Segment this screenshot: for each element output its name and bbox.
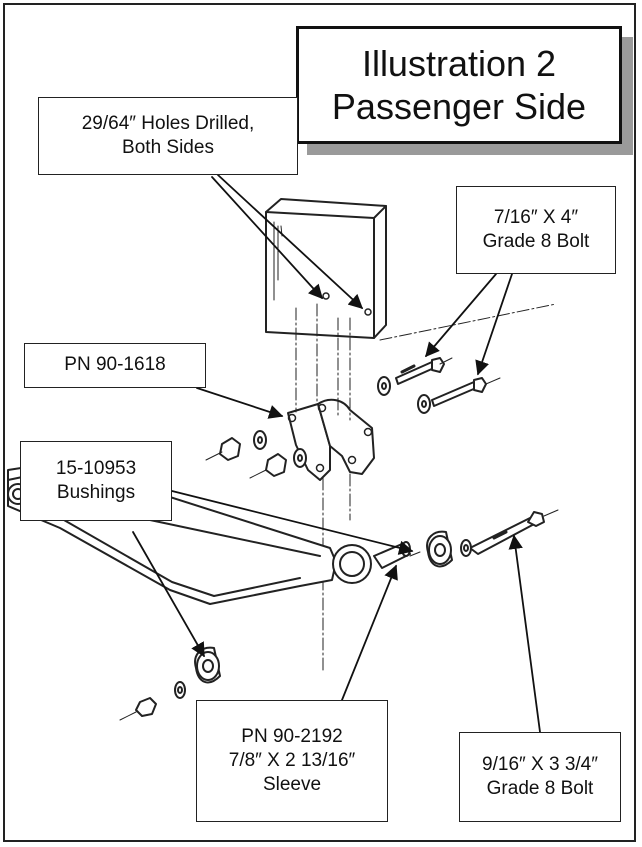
callout-bushings: 15-10953 Bushings	[20, 441, 172, 521]
illustration-title: Illustration 2 Passenger Side	[296, 26, 622, 144]
callout-sleeve-line-1: PN 90-2192	[241, 725, 343, 747]
bracket	[287, 398, 375, 481]
washer	[253, 376, 431, 468]
callout-sleeve-line-2: 7/8″ X 2 13/16″	[228, 749, 356, 771]
callout-bolt-top-line-1: 7/16″ X 4″	[493, 206, 579, 228]
callout-bolt-bottom-line-2: Grade 8 Bolt	[486, 778, 594, 799]
callout-bolt-9-16: 9/16″ X 3 3/4″ Grade 8 Bolt	[459, 732, 621, 822]
nut	[135, 697, 157, 717]
assembly-axis-line	[119, 357, 559, 721]
frame-rail-hole	[322, 292, 372, 316]
callout-bushings-line-2: Bushings	[56, 482, 136, 503]
page-frame	[3, 3, 636, 842]
callout-holes-drilled: 29/64″ Holes Drilled, Both Sides	[38, 97, 298, 175]
callout-sleeve-line-3: Sleeve	[262, 774, 322, 796]
callout-holes-line-1: 29/64″ Holes Drilled,	[81, 112, 255, 134]
frame-rail	[265, 198, 387, 339]
callout-bolt-7-16: 7/16″ X 4″ Grade 8 Bolt	[456, 186, 616, 274]
bottom-bolt	[469, 511, 545, 555]
callout-bracket-line-1: PN 90-1618	[64, 354, 166, 376]
callout-bolt-bottom-line-1: 9/16″ X 3 3/4″	[482, 753, 598, 775]
title-line-2: Passenger Side	[331, 86, 587, 127]
center-line	[295, 303, 557, 671]
washer	[174, 539, 472, 699]
callout-bolt-top-line-2: Grade 8 Bolt	[482, 231, 590, 252]
callout-holes-line-2: Both Sides	[122, 137, 214, 158]
callout-pn-90-1618: PN 90-1618	[24, 343, 206, 388]
nut	[219, 437, 287, 477]
callout-bushings-line-1: 15-10953	[55, 457, 137, 479]
bracket-hole	[287, 403, 373, 473]
leader-arrow	[132, 174, 541, 733]
title-line-1: Illustration 2	[361, 42, 557, 84]
upper-bolt	[395, 357, 487, 407]
callout-sleeve: PN 90-2192 7/8″ X 2 13/16″ Sleeve	[196, 700, 388, 822]
